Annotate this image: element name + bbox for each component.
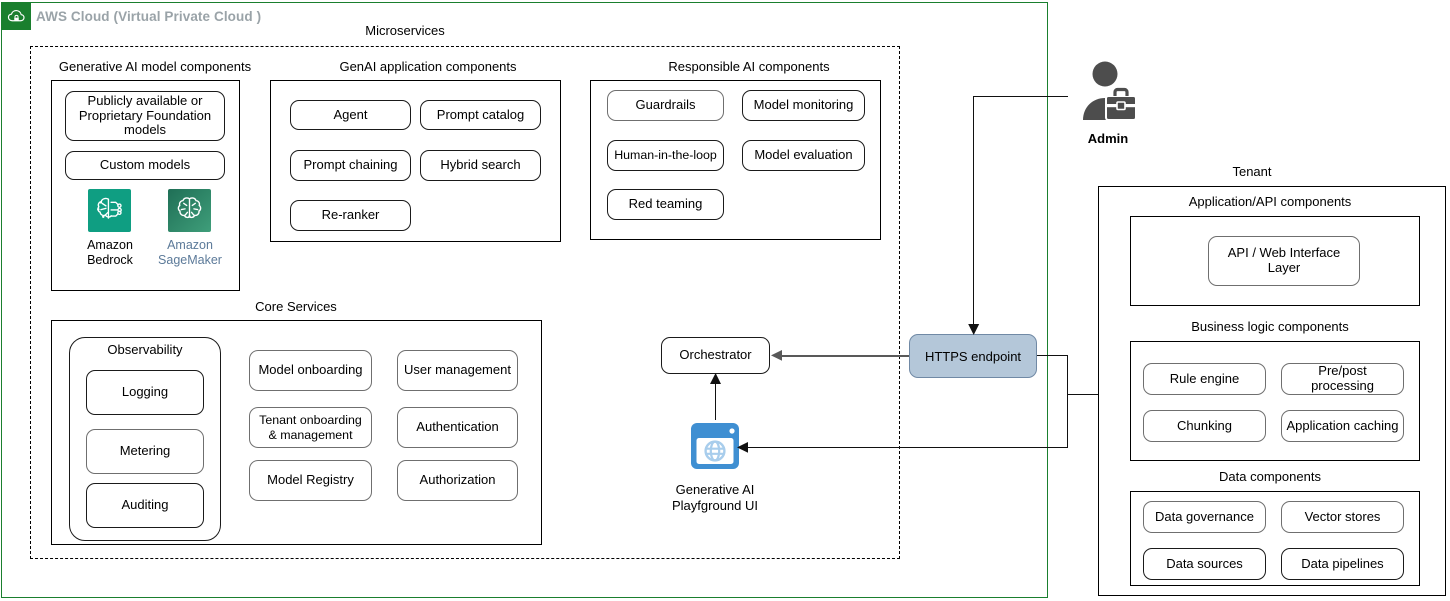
tenant-caption: Tenant: [1232, 164, 1272, 179]
node-guardrails[interactable]: Guardrails: [607, 90, 724, 121]
node-tenant-onboarding-management[interactable]: Tenant onboarding & management: [249, 407, 372, 448]
data-components-caption: Data components: [1219, 469, 1321, 484]
playground-ui-label-line1: Generative AI: [675, 482, 755, 497]
admin-person-toolbox-icon: [1077, 58, 1139, 124]
application-api-components-caption: Application/API components: [1188, 194, 1352, 209]
node-hybrid-search[interactable]: Hybrid search: [420, 150, 541, 181]
https-endpoint[interactable]: HTTPS endpoint: [909, 334, 1037, 378]
aws-cloud-title: AWS Cloud (Virtual Private Cloud ): [36, 9, 262, 24]
node-pre-post-processing[interactable]: Pre/post processing: [1281, 363, 1404, 395]
business-logic-components-group: [1130, 341, 1420, 461]
microservices-caption: Microservices: [365, 23, 445, 38]
genai-model-components-caption: Generative AI model components: [58, 59, 252, 74]
node-agent[interactable]: Agent: [290, 100, 411, 130]
admin-label: Admin: [1087, 131, 1129, 146]
browser-globe-icon: [689, 420, 741, 472]
amazon-bedrock-label-line1: Amazon: [87, 238, 133, 252]
core-services-caption: Core Services: [255, 299, 337, 314]
node-human-in-the-loop[interactable]: Human-in-the-loop: [607, 140, 724, 171]
connector-endpoint-to-orchestrator: [778, 355, 909, 357]
node-custom-models[interactable]: Custom models: [65, 151, 225, 180]
connector-right-trunk: [1067, 355, 1069, 448]
node-orchestrator[interactable]: Orchestrator: [661, 337, 770, 374]
connector-admin-to-endpoint-h: [973, 96, 1068, 98]
node-metering[interactable]: Metering: [86, 429, 204, 474]
node-logging[interactable]: Logging: [86, 370, 204, 415]
arrow-head-playground-right: [737, 442, 748, 453]
node-vector-stores[interactable]: Vector stores: [1281, 501, 1404, 533]
observability-caption: Observability: [107, 342, 183, 357]
node-authorization[interactable]: Authorization: [397, 460, 518, 501]
node-model-onboarding[interactable]: Model onboarding: [249, 350, 372, 391]
node-rule-engine[interactable]: Rule engine: [1143, 363, 1266, 395]
node-user-management[interactable]: User management: [397, 350, 518, 391]
node-prompt-catalog[interactable]: Prompt catalog: [420, 100, 541, 130]
amazon-sagemaker-label: Amazon SageMaker: [145, 238, 235, 268]
business-logic-components-caption: Business logic components: [1191, 319, 1349, 334]
node-api-web-interface-layer[interactable]: API / Web Interface Layer: [1208, 236, 1360, 286]
node-re-ranker[interactable]: Re-ranker: [290, 200, 411, 231]
playground-ui-label-line2: Playfground UI: [672, 498, 758, 514]
node-red-teaming[interactable]: Red teaming: [607, 189, 724, 220]
amazon-sagemaker-label-line2: SageMaker: [158, 253, 222, 267]
connector-admin-to-endpoint-v: [973, 96, 975, 326]
arrow-head-orchestrator-bottom: [710, 373, 721, 384]
connector-endpoint-right-stub: [1037, 355, 1068, 357]
node-chunking[interactable]: Chunking: [1143, 410, 1266, 442]
connector-trunk-to-playground: [744, 447, 1068, 449]
node-application-caching[interactable]: Application caching: [1281, 410, 1404, 442]
aws-cloud-icon: [1, 2, 31, 30]
connector-trunk-to-tenant: [1067, 394, 1098, 396]
node-authentication[interactable]: Authentication: [397, 407, 518, 448]
microservices-boundary: [30, 46, 900, 559]
amazon-sagemaker-icon: [168, 189, 211, 232]
node-data-sources[interactable]: Data sources: [1143, 548, 1266, 580]
amazon-sagemaker-label-line1: Amazon: [167, 238, 213, 252]
responsible-ai-components-caption: Responsible AI components: [668, 59, 830, 74]
playground-ui-label: Generative AI Playfground UI: [640, 482, 790, 515]
genai-app-components-caption: GenAI application components: [339, 59, 517, 74]
arrow-head-orchestrator-right: [771, 350, 782, 361]
node-model-registry[interactable]: Model Registry: [249, 460, 372, 501]
node-data-pipelines[interactable]: Data pipelines: [1281, 548, 1404, 580]
node-auditing[interactable]: Auditing: [86, 483, 204, 528]
node-model-monitoring[interactable]: Model monitoring: [742, 90, 865, 121]
amazon-bedrock-icon: [88, 189, 131, 232]
node-data-governance[interactable]: Data governance: [1143, 501, 1266, 533]
node-model-evaluation[interactable]: Model evaluation: [742, 140, 865, 171]
connector-playground-to-orchestrator: [715, 384, 717, 420]
arrow-head-endpoint-top: [968, 324, 980, 335]
amazon-bedrock-label-line2: Bedrock: [87, 253, 133, 267]
node-prompt-chaining[interactable]: Prompt chaining: [290, 150, 411, 181]
amazon-bedrock-label: Amazon Bedrock: [70, 238, 150, 268]
aws-cloud-boundary: [1, 2, 1048, 598]
node-foundation-models[interactable]: Publicly available or Proprietary Founda…: [65, 91, 225, 141]
